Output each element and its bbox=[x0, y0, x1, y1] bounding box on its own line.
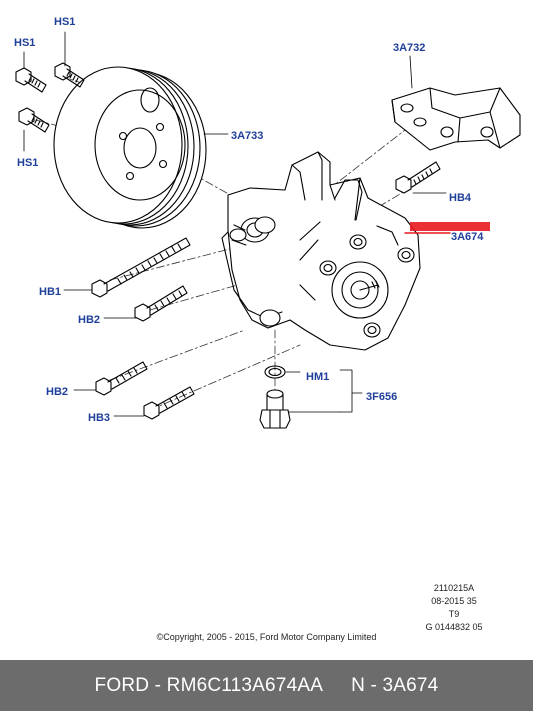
footer-part-number: FORD - RM6C113A674AA bbox=[94, 674, 324, 696]
label-hs1-left: HS1 bbox=[14, 37, 35, 49]
label-3a674: 3A674 bbox=[451, 231, 484, 243]
bolt-hs1-bottom bbox=[18, 107, 50, 133]
label-hb2-lower: HB2 bbox=[46, 386, 68, 398]
label-hs1-bottom: HS1 bbox=[17, 157, 38, 169]
connector-3f656 bbox=[259, 389, 291, 429]
label-hs1-top: HS1 bbox=[54, 16, 75, 28]
drawing-metadata: 2110215A 08-2015 35 T9 G 0144832 05 bbox=[409, 582, 499, 634]
footer-reference: N - 3A674 bbox=[351, 674, 439, 696]
label-hm1: HM1 bbox=[306, 371, 329, 383]
leader-lines bbox=[23, 31, 447, 417]
bolt-hs1-left bbox=[15, 67, 47, 93]
drawing-number: 2110215A bbox=[433, 583, 475, 593]
label-hb1: HB1 bbox=[39, 286, 61, 298]
bolt-hs1-top bbox=[54, 62, 85, 88]
bolt-hb3 bbox=[143, 386, 195, 420]
exploded-parts-diagram: HS1 HS1 HS1 3A732 3A733 HB4 3A674 HB1 HB… bbox=[14, 16, 521, 429]
pulley-3a733 bbox=[53, 66, 207, 229]
label-hb2-upper: HB2 bbox=[78, 314, 100, 326]
drawing-date: 08-2015 35 bbox=[431, 596, 477, 606]
label-3f656: 3F656 bbox=[366, 391, 397, 403]
highlight-bar-3a674 bbox=[410, 222, 490, 231]
part-number-footer: FORD - RM6C113A674AA N - 3A674 bbox=[0, 660, 533, 711]
seal-hm1 bbox=[264, 365, 286, 379]
label-hb3: HB3 bbox=[88, 412, 110, 424]
bolt-hb2-upper bbox=[134, 285, 188, 322]
drawing-code: T9 bbox=[448, 609, 460, 619]
bolt-hb2-lower bbox=[95, 361, 148, 396]
bolt-hb1 bbox=[91, 237, 191, 298]
label-hb4: HB4 bbox=[449, 192, 472, 204]
drawing-reference: G 0144832 05 bbox=[425, 622, 483, 632]
power-steering-pump-3a674 bbox=[221, 151, 421, 351]
bolt-hb4 bbox=[395, 161, 441, 194]
label-3a732: 3A732 bbox=[393, 42, 425, 54]
copyright-notice: ©Copyright, 2005 - 2015, Ford Motor Comp… bbox=[156, 632, 377, 642]
bracket-3a732 bbox=[391, 87, 521, 151]
label-3a733: 3A733 bbox=[231, 130, 263, 142]
